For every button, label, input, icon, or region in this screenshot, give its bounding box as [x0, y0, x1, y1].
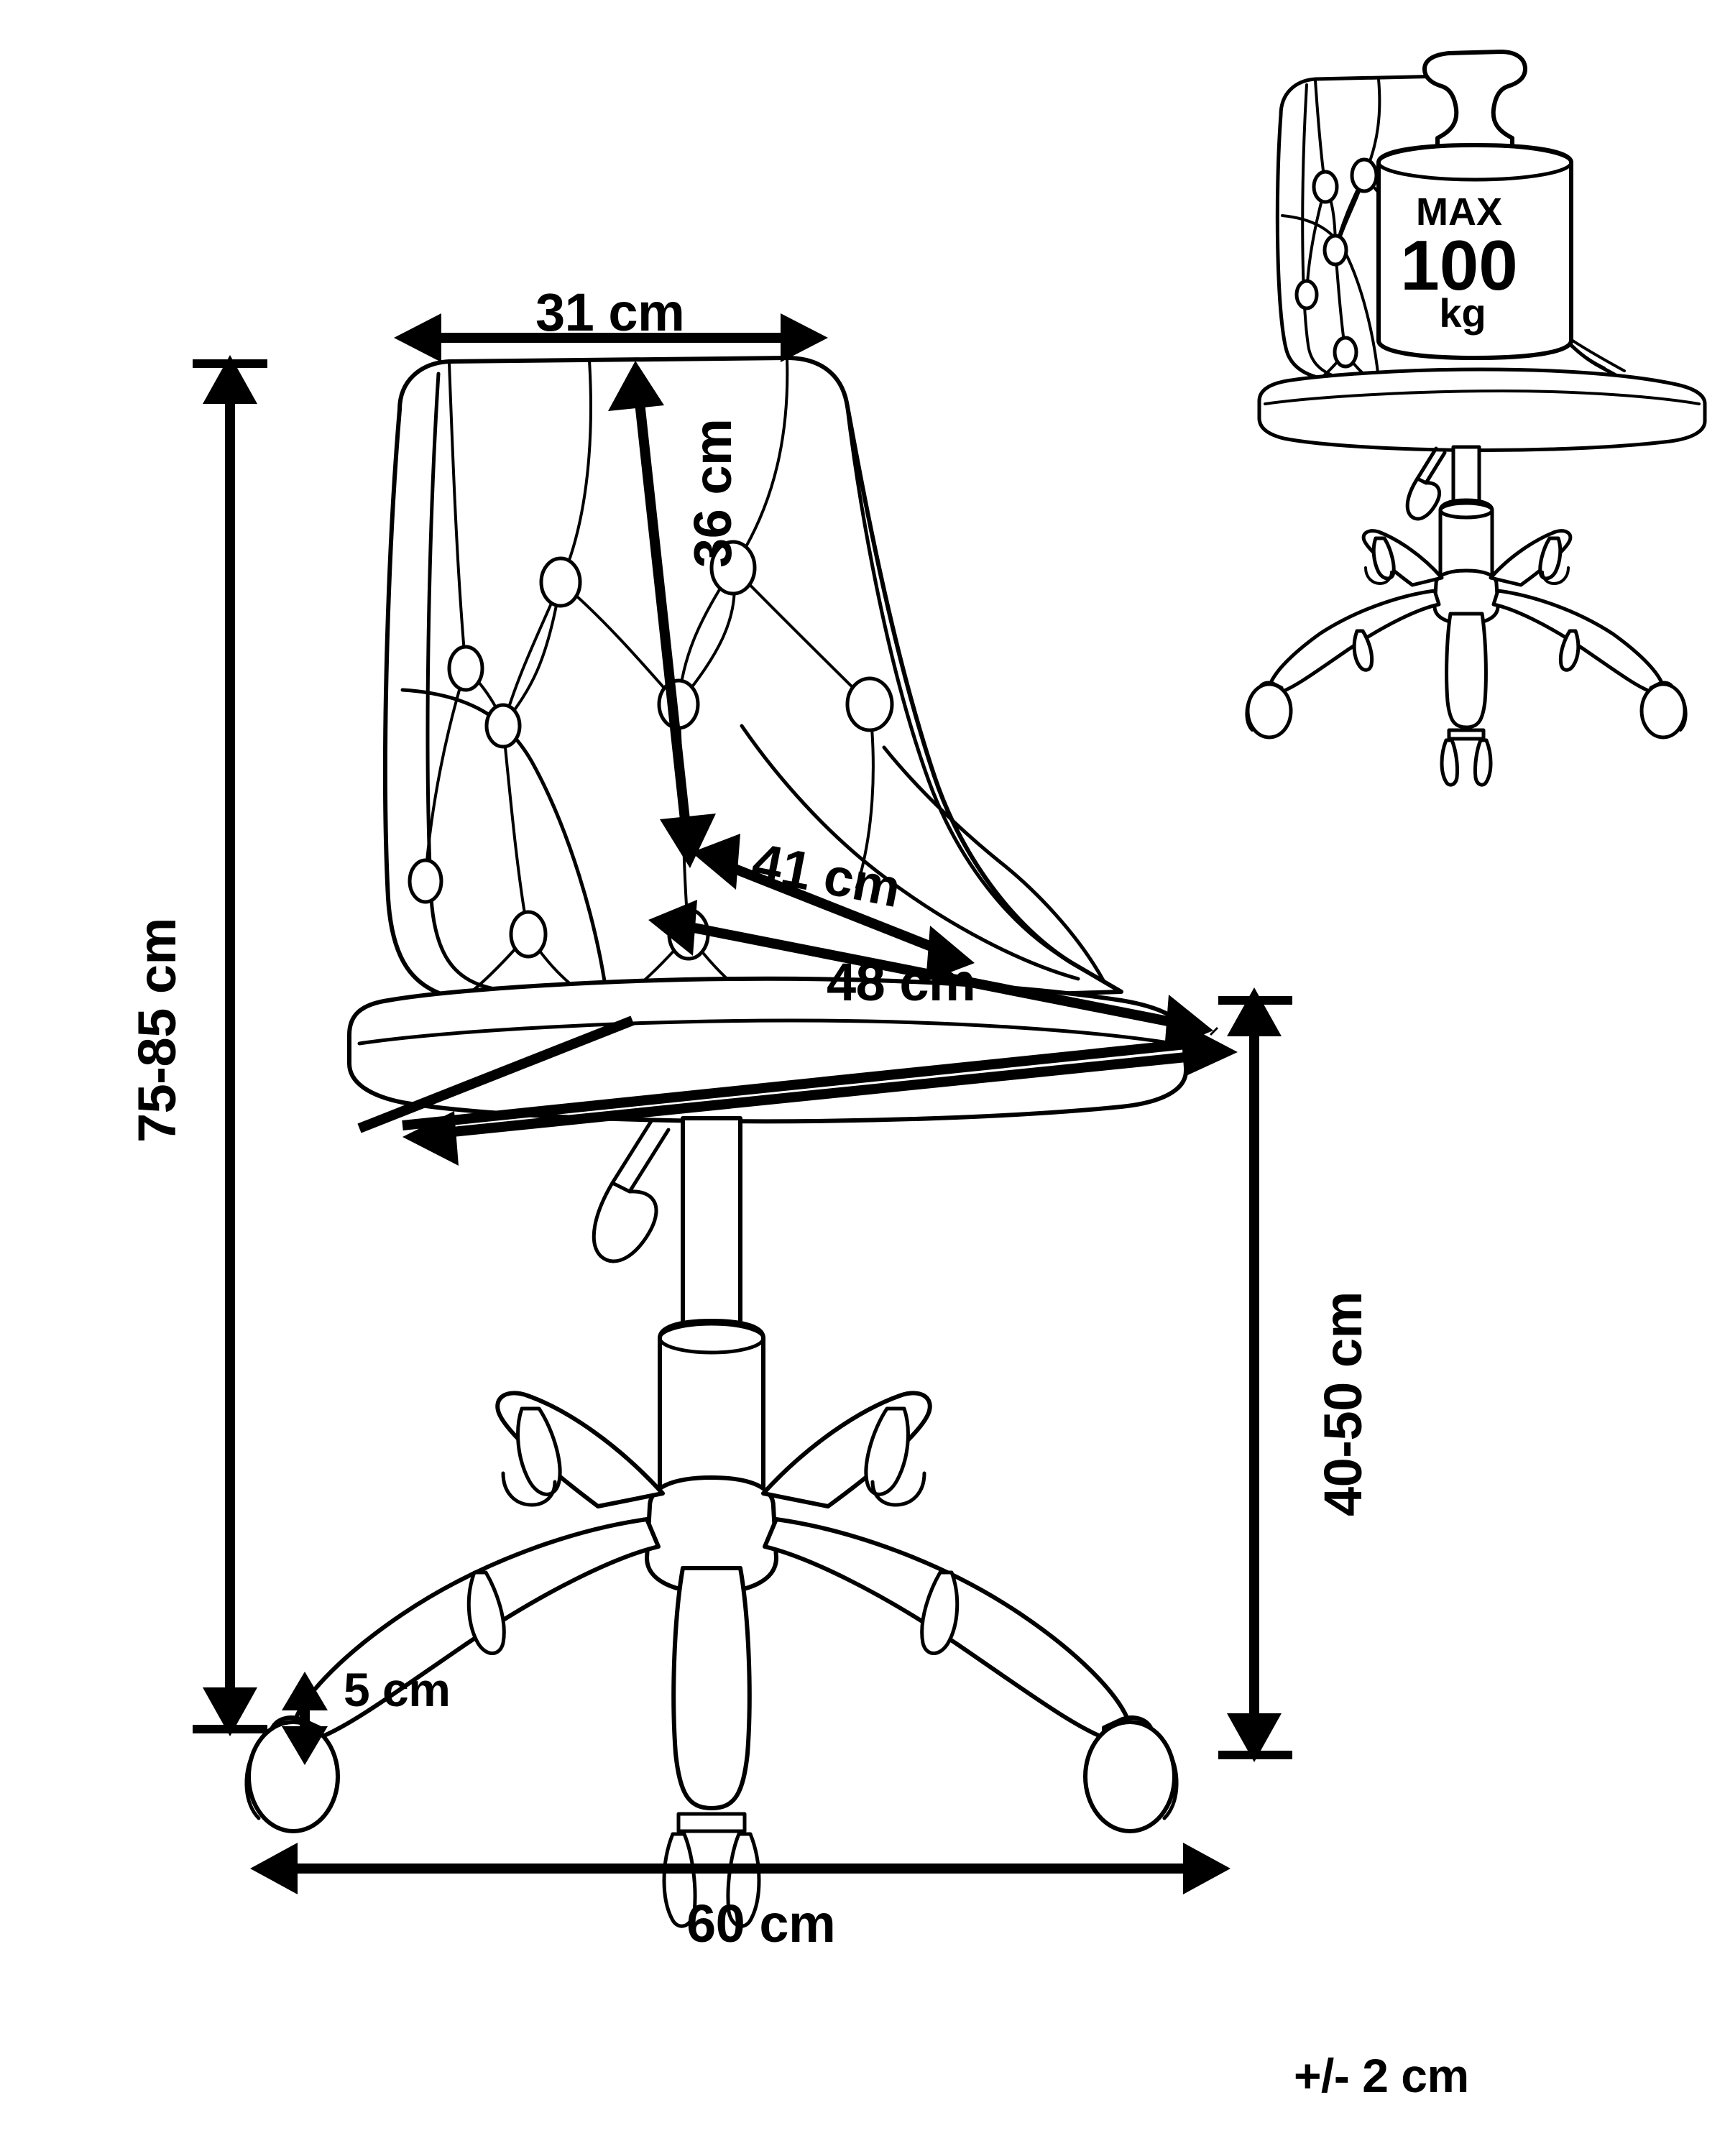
- label-total-height: 75-85 cm: [127, 918, 187, 1143]
- label-max-unit: kg: [1439, 290, 1486, 336]
- label-max-value: 100: [1400, 226, 1518, 305]
- height-adjust-lever: [592, 1119, 671, 1263]
- secondary-chair-base: [1245, 529, 1688, 787]
- dimension-line-base-diameter: [250, 1843, 1230, 1894]
- dimension-line-backrest-height: [608, 361, 716, 868]
- dimension-line-seat-height: [1218, 987, 1292, 1762]
- chair-base-star: [244, 1391, 1179, 1928]
- gas-lift-cylinder: [658, 1116, 765, 1531]
- chair-backrest: [383, 356, 1123, 1008]
- label-tolerance: +/- 2 cm: [1294, 2049, 1469, 2102]
- label-backrest-height: 36 cm: [683, 418, 742, 568]
- dimension-line-seat-width-lower: [402, 1022, 1238, 1166]
- dimension-line-caster-diameter: [282, 1672, 328, 1765]
- main-chair-illustration: [244, 356, 1188, 1928]
- chair-seat: [347, 976, 1188, 1124]
- label-seat-height: 40-50 cm: [1313, 1291, 1373, 1516]
- label-base-diameter: 60 cm: [686, 1894, 836, 1953]
- tufting-buttons: [408, 540, 894, 961]
- dimension-line-total-height: [193, 355, 267, 1736]
- dimension-line-seat-depth: [691, 834, 975, 982]
- label-backrest-width: 31 cm: [535, 282, 685, 342]
- label-max-word: MAX: [1416, 190, 1502, 234]
- max-weight-symbol: [1376, 50, 1573, 360]
- secondary-chair-illustration: [1245, 50, 1707, 787]
- label-caster-diameter: 5 cm: [344, 1663, 451, 1716]
- dimension-line-seat-width: [357, 900, 1218, 1133]
- label-seat-width: 48 cm: [827, 952, 976, 1012]
- dimension-line-backrest-width: [394, 313, 828, 362]
